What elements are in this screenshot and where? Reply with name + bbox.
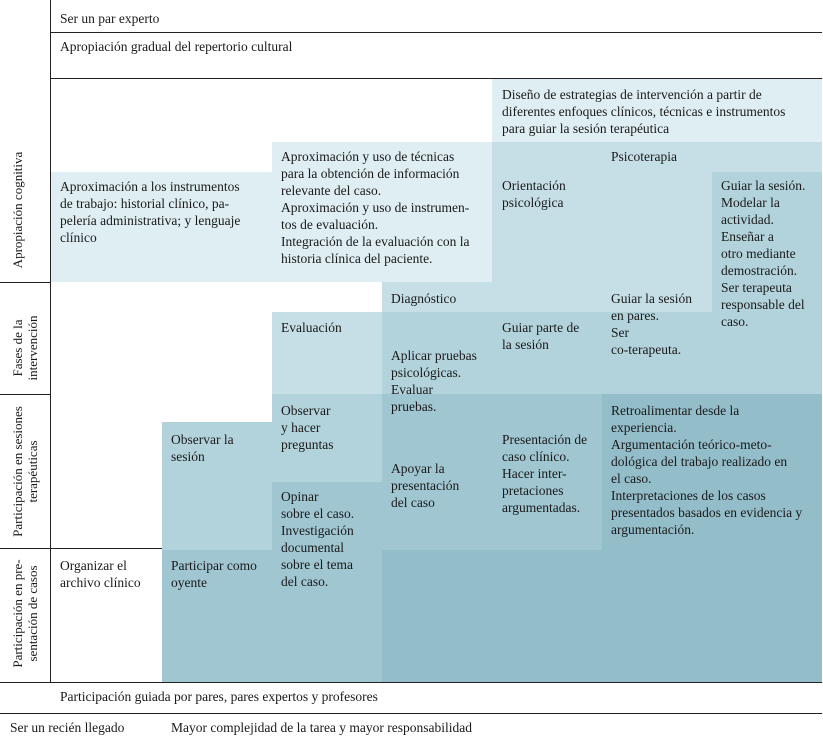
row-label-casos: Participación en pre-sentación de casos xyxy=(10,559,40,668)
shade-retro xyxy=(602,394,822,550)
label-expert: Ser un par experto xyxy=(60,11,160,26)
row-label-cognitiva: Apropiación cognitiva xyxy=(10,151,25,269)
shade-cognitive-left xyxy=(50,172,272,282)
shade-design xyxy=(492,78,822,142)
rule-row-2 xyxy=(0,394,50,395)
shade-casos-c xyxy=(382,550,822,682)
label-guided: Participación guiada por pares, pares ex… xyxy=(60,689,378,704)
shade-cognitive-tech xyxy=(272,142,492,282)
rule-left-col xyxy=(50,0,51,682)
shade-diagnostico xyxy=(382,282,492,312)
cell-design: Diseño de estrategias de intervención a … xyxy=(502,87,786,136)
shade-casos-a xyxy=(272,482,382,550)
label-complexity: Mayor complejidad de la tarea y mayor re… xyxy=(171,720,473,735)
rule-top-expert xyxy=(50,32,822,33)
shade-evaluacion xyxy=(272,312,382,394)
cell-evaluacion: Evaluación xyxy=(281,320,342,335)
rule-bottom-table xyxy=(0,682,822,683)
rule-row-1 xyxy=(0,282,50,283)
rule-row-3 xyxy=(0,548,162,549)
cell-psicoterapia: Psicoterapia xyxy=(611,149,677,164)
label-appropriation: Apropiación gradual del repertorio cultu… xyxy=(60,39,293,54)
shade-guiar xyxy=(712,172,822,394)
cell-diagnostico: Diagnóstico xyxy=(391,291,457,306)
rule-top-appropriation xyxy=(50,78,822,79)
rule-bottom-guided xyxy=(0,713,822,714)
shade-sesiones-a xyxy=(162,422,272,550)
label-newcomer: Ser un recién llegado xyxy=(10,720,125,735)
shade-sesiones-b xyxy=(272,394,382,482)
